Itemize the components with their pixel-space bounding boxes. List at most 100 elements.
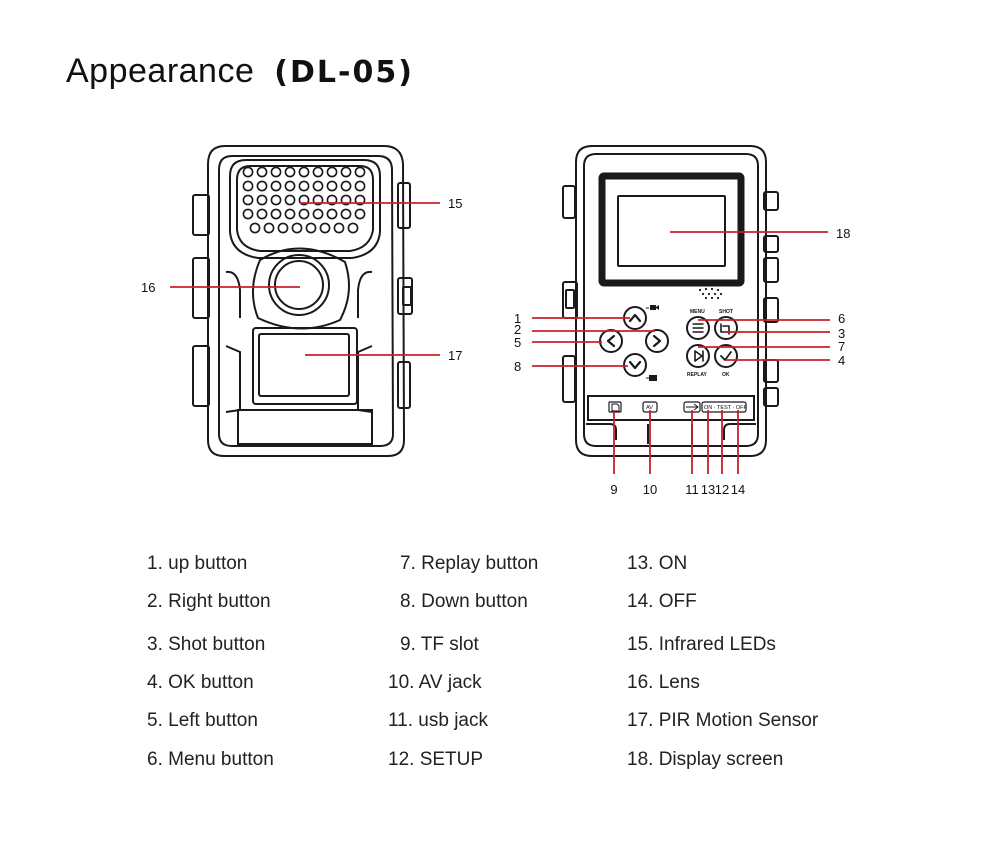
legend-item-8: 8. Down button [400,591,528,612]
legend-item-6: 6. Menu button [147,749,274,770]
infrared-led [270,180,282,192]
infrared-led [270,166,282,178]
infrared-led [354,208,366,220]
menu-icon [692,323,704,333]
infrared-led [284,208,296,220]
back-callout-3: 3 [838,326,845,341]
infrared-led [354,194,366,206]
front-callout-15: 15 [448,196,462,211]
infrared-led [333,222,345,234]
video-icon [650,305,656,310]
infrared-led [263,222,275,234]
switch-label: ON · TEST · OFF [704,405,748,411]
infrared-led [312,194,324,206]
model-name: (DL-05) [274,55,414,90]
infrared-led [347,222,359,234]
speaker-hole [707,292,711,296]
infrared-led [326,180,338,192]
back-callout-12: 12 [715,482,729,497]
callout-lines [170,202,830,474]
legend-item-18: 18. Display screen [627,749,784,770]
infrared-led [242,208,254,220]
legend-item-2: 2. Right button [147,591,271,612]
speaker-grille [698,287,723,300]
button-glyphs [606,313,732,370]
infrared-led [298,194,310,206]
menu-label: MENU [690,309,705,315]
infrared-led [326,208,338,220]
replay-label: REPLAY [687,372,707,378]
infrared-led [291,222,303,234]
infrared-led [256,194,268,206]
infrared-led [326,166,338,178]
legend-item-4: 4. OK button [147,672,254,693]
infrared-led [284,180,296,192]
speaker-hole [719,292,723,296]
left-arrow-icon [606,334,616,348]
speaker-hole [704,296,708,300]
shot-label: SHOT [719,309,733,315]
speaker-hole [701,292,705,296]
infrared-led [277,222,289,234]
ok-check-icon [720,351,732,361]
legend-item-12: 12. SETUP [388,749,484,770]
speaker-hole [710,296,714,300]
legend-item-1: 1. up button [147,553,248,574]
infrared-led [312,166,324,178]
right-arrow-icon [652,334,662,348]
infrared-led [319,222,331,234]
infrared-led [284,166,296,178]
replay-icon [694,350,704,362]
back-callout-1: 1 [514,311,521,326]
legend-item-13: 13. ON [627,553,688,574]
infrared-led [326,194,338,206]
tf-slot-icon [611,403,620,412]
front-view [192,145,413,457]
down-arrow-icon [628,360,642,370]
speaker-hole [713,292,717,296]
speaker-hole [704,287,708,291]
infrared-led [270,194,282,206]
speaker-hole [710,287,714,291]
speaker-hole [716,288,720,292]
title-text: Appearance [66,52,255,90]
speaker-hole [698,288,702,292]
infrared-led [270,208,282,220]
back-callout-5: 5 [514,335,521,350]
front-callout-16: 16 [141,280,155,295]
infrared-led [298,208,310,220]
back-callout-6: 6 [838,311,845,326]
infrared-led [249,222,261,234]
infrared-led [284,194,296,206]
infrared-led [340,208,352,220]
camera-icon [649,375,657,381]
page-title: Appearance (DL-05) [66,52,414,91]
front-callout-17: 17 [448,348,462,363]
legend-item-10: 10. AV jack [388,672,482,693]
infrared-led [256,166,268,178]
back-callout-14: 14 [731,482,745,497]
infrared-led [312,208,324,220]
back-callout-18: 18 [836,226,850,241]
legend-item-5: 5. Left button [147,710,258,731]
legend-item-15: 15. Infrared LEDs [627,634,776,655]
legend-item-11: 11. usb jack [388,710,488,731]
infrared-led [305,222,317,234]
infrared-led [242,166,254,178]
back-view [562,145,779,457]
back-callout-4: 4 [838,353,845,368]
small-icons [646,305,659,381]
infrared-led [354,180,366,192]
infrared-led [340,166,352,178]
back-callout-7: 7 [838,339,845,354]
infrared-led [298,166,310,178]
infrared-led [340,180,352,192]
legend-item-17: 17. PIR Motion Sensor [627,710,819,731]
infrared-led [354,166,366,178]
back-callout-2: 2 [514,322,521,337]
back-callout-8: 8 [514,359,521,374]
infrared-led [242,194,254,206]
usb-icon [686,403,699,411]
back-callout-11: 11 [685,482,699,497]
